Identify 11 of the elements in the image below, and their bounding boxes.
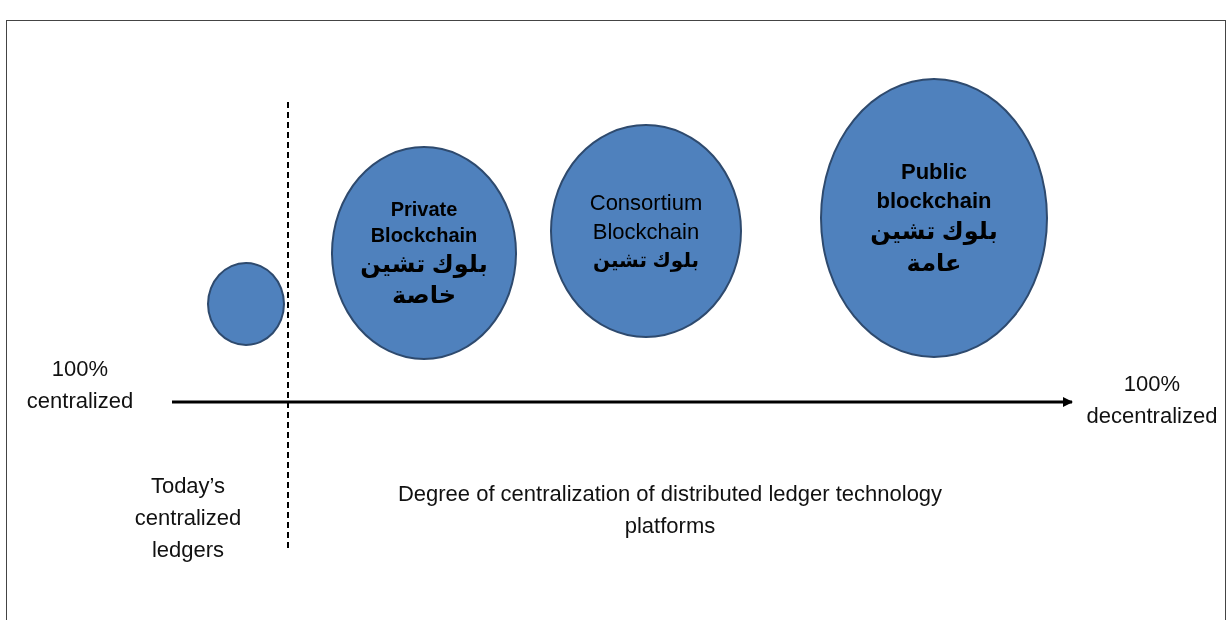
arabic-caption: بلوك تشين [591, 247, 701, 273]
caption-text: Today’s centralized ledgers [133, 472, 243, 564]
axis-end-label: 100% decentralized [1082, 340, 1222, 460]
caption-text: Degree of centralization of distributed ledger technology platforms [396, 480, 944, 540]
arabic-caption: بلوك تشين عامة [869, 216, 999, 278]
axis-arrow [172, 397, 1073, 407]
circle-title: Consortium Blockchain [588, 189, 704, 246]
circle-title: Public blockchain [875, 158, 993, 215]
arabic-caption: بلوك تشين خاصة [359, 248, 489, 310]
axis-end-label: 100% centralized [20, 340, 140, 430]
circle-title: Private Blockchain [369, 196, 479, 248]
